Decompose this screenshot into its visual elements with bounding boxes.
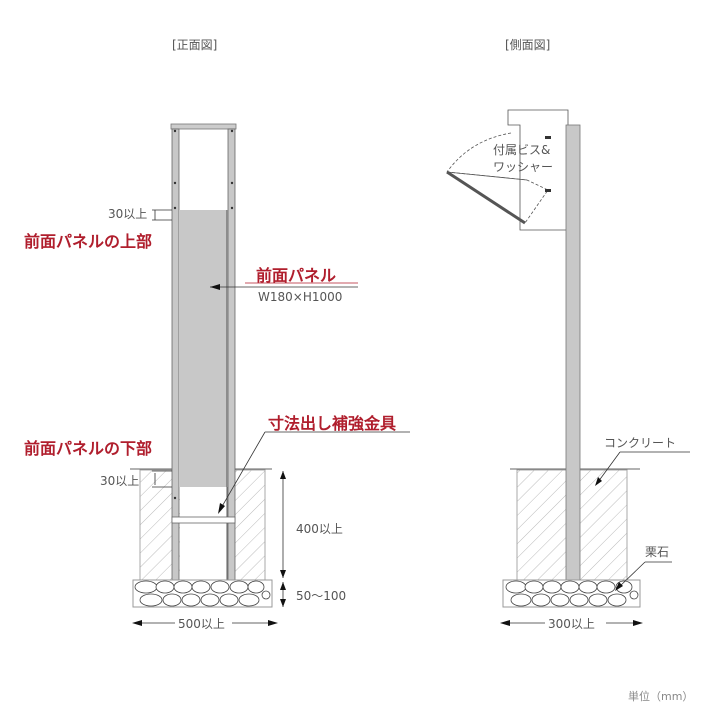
depth-label: 400以上: [296, 522, 343, 536]
bracket-label: 寸法出し補強金具: [268, 414, 397, 433]
front-width-label: 500以上: [178, 617, 225, 631]
right-post: [227, 128, 236, 581]
screw-icon: [545, 189, 551, 192]
screw-label-line1: 付属ビス&: [493, 143, 551, 157]
concrete-label: コンクリート: [604, 436, 677, 450]
front-view-title: [正面図]: [172, 38, 218, 52]
front-panel-label: 前面パネル: [256, 266, 337, 285]
gravel-depth-label: 50〜100: [296, 589, 347, 603]
panel-size-label: W180×H1000: [258, 290, 343, 304]
gravel-label: 栗石: [645, 545, 670, 559]
side-width-label: 300以上: [548, 617, 595, 631]
side-post: [565, 124, 581, 581]
mailbox-outline: [507, 109, 569, 231]
front-view: [130, 123, 410, 626]
mailbox-lid-open: [446, 170, 526, 225]
front-top-cap: [170, 123, 237, 130]
screw-icon: [545, 136, 551, 139]
reinforcement-bracket: [171, 516, 236, 524]
bottom-gap-label: 30以上: [100, 474, 140, 488]
unit-label: 単位（mm）: [628, 690, 694, 703]
side-view: [446, 109, 690, 626]
left-post: [171, 128, 180, 581]
front-panel: [179, 210, 228, 487]
screw-label-line2: ワッシャー: [493, 160, 554, 174]
panel-top-label: 前面パネルの上部: [24, 232, 153, 251]
top-gap-label: 30以上: [108, 207, 148, 221]
panel-bottom-label: 前面パネルの下部: [24, 439, 153, 458]
side-view-title: [側面図]: [505, 38, 551, 52]
